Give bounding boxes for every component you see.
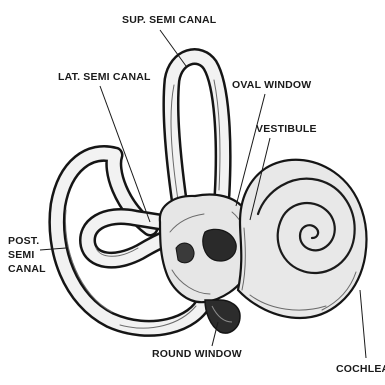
label-lat-semi-canal: LAT. SEMI CANAL — [58, 71, 151, 83]
label-round-window: ROUND WINDOW — [152, 348, 242, 360]
label-vestibule: VESTIBULE — [256, 123, 317, 135]
label-post-semi-canal-line1: POST. — [8, 235, 39, 247]
leader-cochlea — [360, 290, 366, 358]
label-post-semi-canal-line2: SEMI — [8, 249, 34, 261]
round-window-structure — [205, 300, 240, 333]
label-post-semi-canal-line3: CANAL — [8, 263, 46, 275]
cochlea — [238, 160, 366, 318]
label-oval-window: OVAL WINDOW — [232, 79, 311, 91]
label-sup-semi-canal: SUP. SEMI CANAL — [122, 14, 217, 26]
label-cochlea: COCHLEA — [336, 363, 385, 375]
